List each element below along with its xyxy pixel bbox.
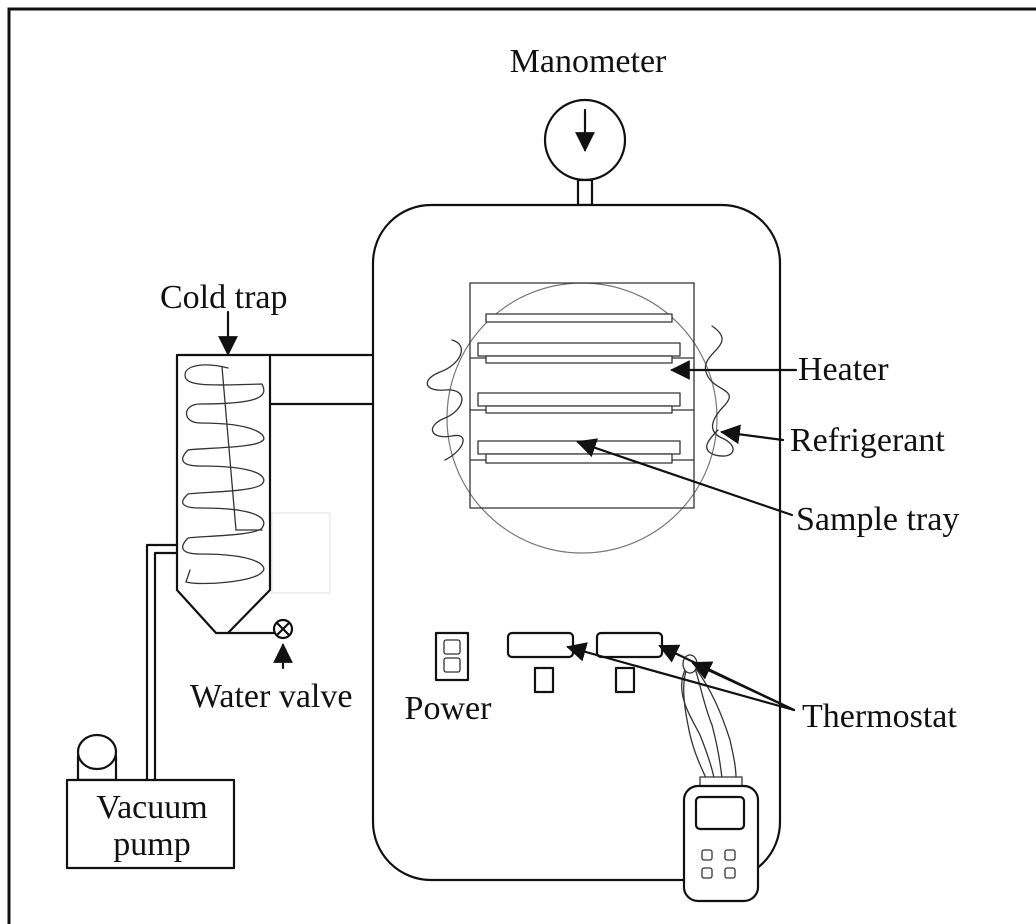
power-switch: [434, 631, 470, 682]
refrigerant-label: Refrigerant: [790, 422, 945, 459]
thermometer-screen: [694, 795, 746, 831]
refrigerant-coil-right: [704, 325, 734, 457]
handheld-thermometer: [682, 776, 760, 903]
refrigerant-coil-left: [426, 339, 464, 461]
sample-tray-2: [485, 355, 673, 364]
vacuum-pump-box: [65, 778, 236, 870]
manometer: [543, 98, 627, 207]
vacuum-pump: [65, 733, 236, 870]
sample-tray-1: [485, 313, 673, 323]
trap-panel-outline: [271, 512, 331, 594]
thermostat-label: Thermostat: [802, 698, 957, 735]
sample-tray-4: [485, 453, 673, 464]
thermostat-knob-2: [614, 666, 636, 694]
vacuum-pump-label-line1: Vacuum: [96, 789, 207, 826]
thermostat-display-2: [595, 631, 664, 659]
heater-label: Heater: [798, 351, 889, 388]
water-valve: [226, 618, 294, 640]
cold-trap-coil: [182, 364, 265, 585]
power-label: Power: [405, 690, 493, 727]
heater-plate-1: [477, 342, 681, 357]
manometer-stem: [576, 178, 594, 207]
vapor-duct: [268, 353, 375, 406]
sample-tray-pointer: [576, 438, 794, 517]
thermostat-display-1: [506, 631, 575, 659]
sample-tray-3: [485, 405, 673, 414]
sample-tray-label: Sample tray: [796, 501, 959, 538]
cold-trap-label: Cold trap: [160, 279, 287, 316]
manometer-label: Manometer: [510, 43, 667, 80]
refrigerant-pointer: [720, 424, 785, 445]
drying-chamber-window: [426, 282, 734, 554]
thermostat-pointer-3: [691, 661, 796, 712]
thermostat-pointer-1: [566, 642, 796, 712]
vacuum-pump-label-line2: pump: [113, 826, 190, 863]
vacuum-pump-motor-top: [76, 733, 118, 771]
cold-trap-coil-inlet: [221, 366, 237, 531]
thermostat-panel: [506, 631, 664, 694]
water-valve-label: Water valve: [190, 678, 352, 715]
vacuum-line: [145, 543, 179, 782]
cold-trap: [175, 353, 272, 635]
thermostat-knob-1: [533, 666, 555, 694]
figure-frame: [7, 7, 1036, 924]
heater-plate-2: [477, 392, 681, 407]
